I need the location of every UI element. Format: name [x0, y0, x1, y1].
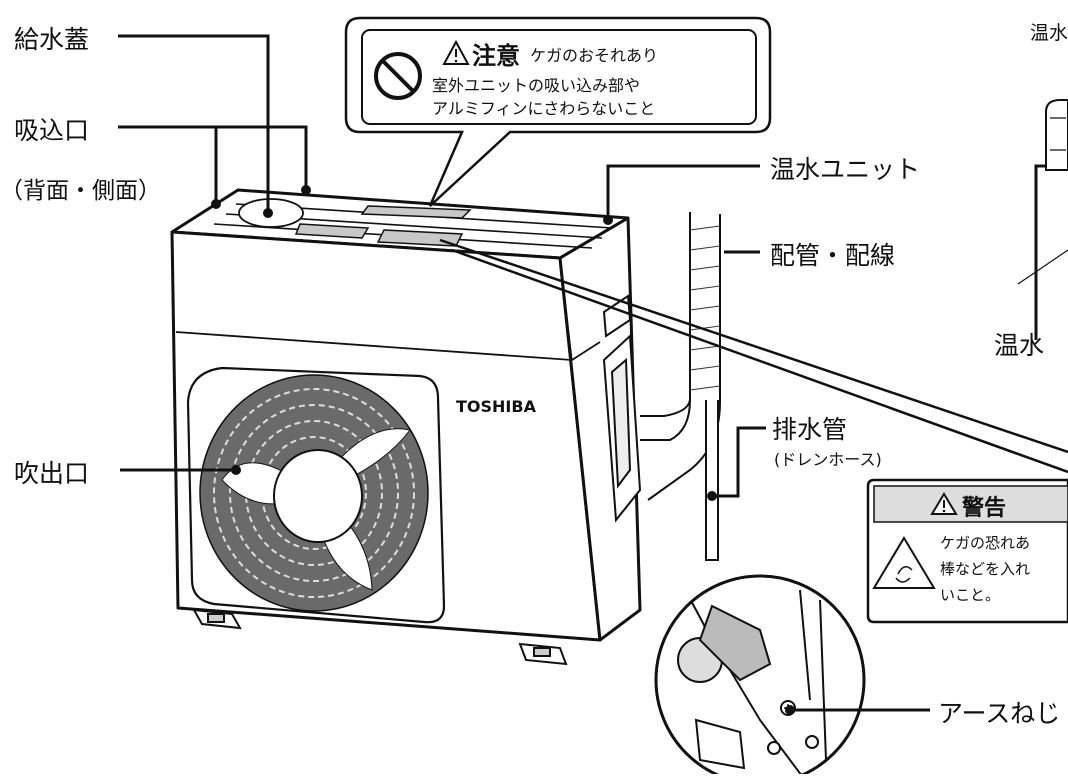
label-piping-wiring: 配管・配線	[770, 241, 896, 270]
warning-line-3: いこと。	[940, 586, 1001, 604]
label-outlet: 吹出口	[14, 459, 90, 488]
caution-title: 注意	[472, 42, 520, 70]
earth-screw-detail	[654, 574, 866, 778]
label-intake: 吸込口	[14, 116, 90, 145]
warning-line-1: ケガの恐れあ	[940, 534, 1031, 552]
right-partial-figure	[1017, 99, 1068, 285]
warning-pointer	[439, 238, 1068, 474]
label-hot-water-unit: 温水ユニット	[770, 155, 921, 184]
label-right-partial: 温水	[994, 331, 1045, 360]
label-top-right-partial: 温水	[1030, 22, 1068, 44]
label-drain-hose: (ドレンホース)	[774, 450, 882, 469]
leader-dots	[211, 185, 795, 715]
label-earth-screw: アースねじ	[938, 699, 1061, 728]
leader-intake-side	[216, 125, 308, 186]
leader-lines	[118, 34, 1046, 712]
label-drain-pipe: 排水管	[772, 415, 848, 444]
piping-wrap	[689, 225, 721, 391]
label-supply-cap: 給水蓋	[14, 25, 90, 54]
side-panel	[602, 294, 642, 523]
fan-grille	[199, 374, 429, 612]
warning-line-2: 棒などを入れ	[940, 560, 1031, 578]
fan-hub	[273, 449, 363, 543]
leader-hot-water-unit	[606, 164, 760, 216]
leader-supply-cap	[118, 34, 270, 213]
brand-logo: TOSHIBA	[456, 397, 537, 416]
drain-hose	[705, 400, 719, 561]
label-intake-note: （背面・側面）	[0, 178, 161, 204]
warning-label	[866, 478, 1068, 624]
warning-title: 警告	[962, 496, 1007, 521]
caution-line-2: アルミフィンにさわらないこと	[432, 99, 656, 118]
unit-feet	[192, 608, 568, 666]
caution-subtitle: ケガのおそれあり	[530, 46, 659, 65]
rotation-warning-icon	[872, 536, 936, 589]
caution-callout	[344, 16, 772, 207]
leader-drain	[712, 426, 766, 498]
leader-right-partial	[1034, 164, 1046, 340]
caution-line-1: 室外ユニットの吸い込み部や	[432, 76, 641, 95]
